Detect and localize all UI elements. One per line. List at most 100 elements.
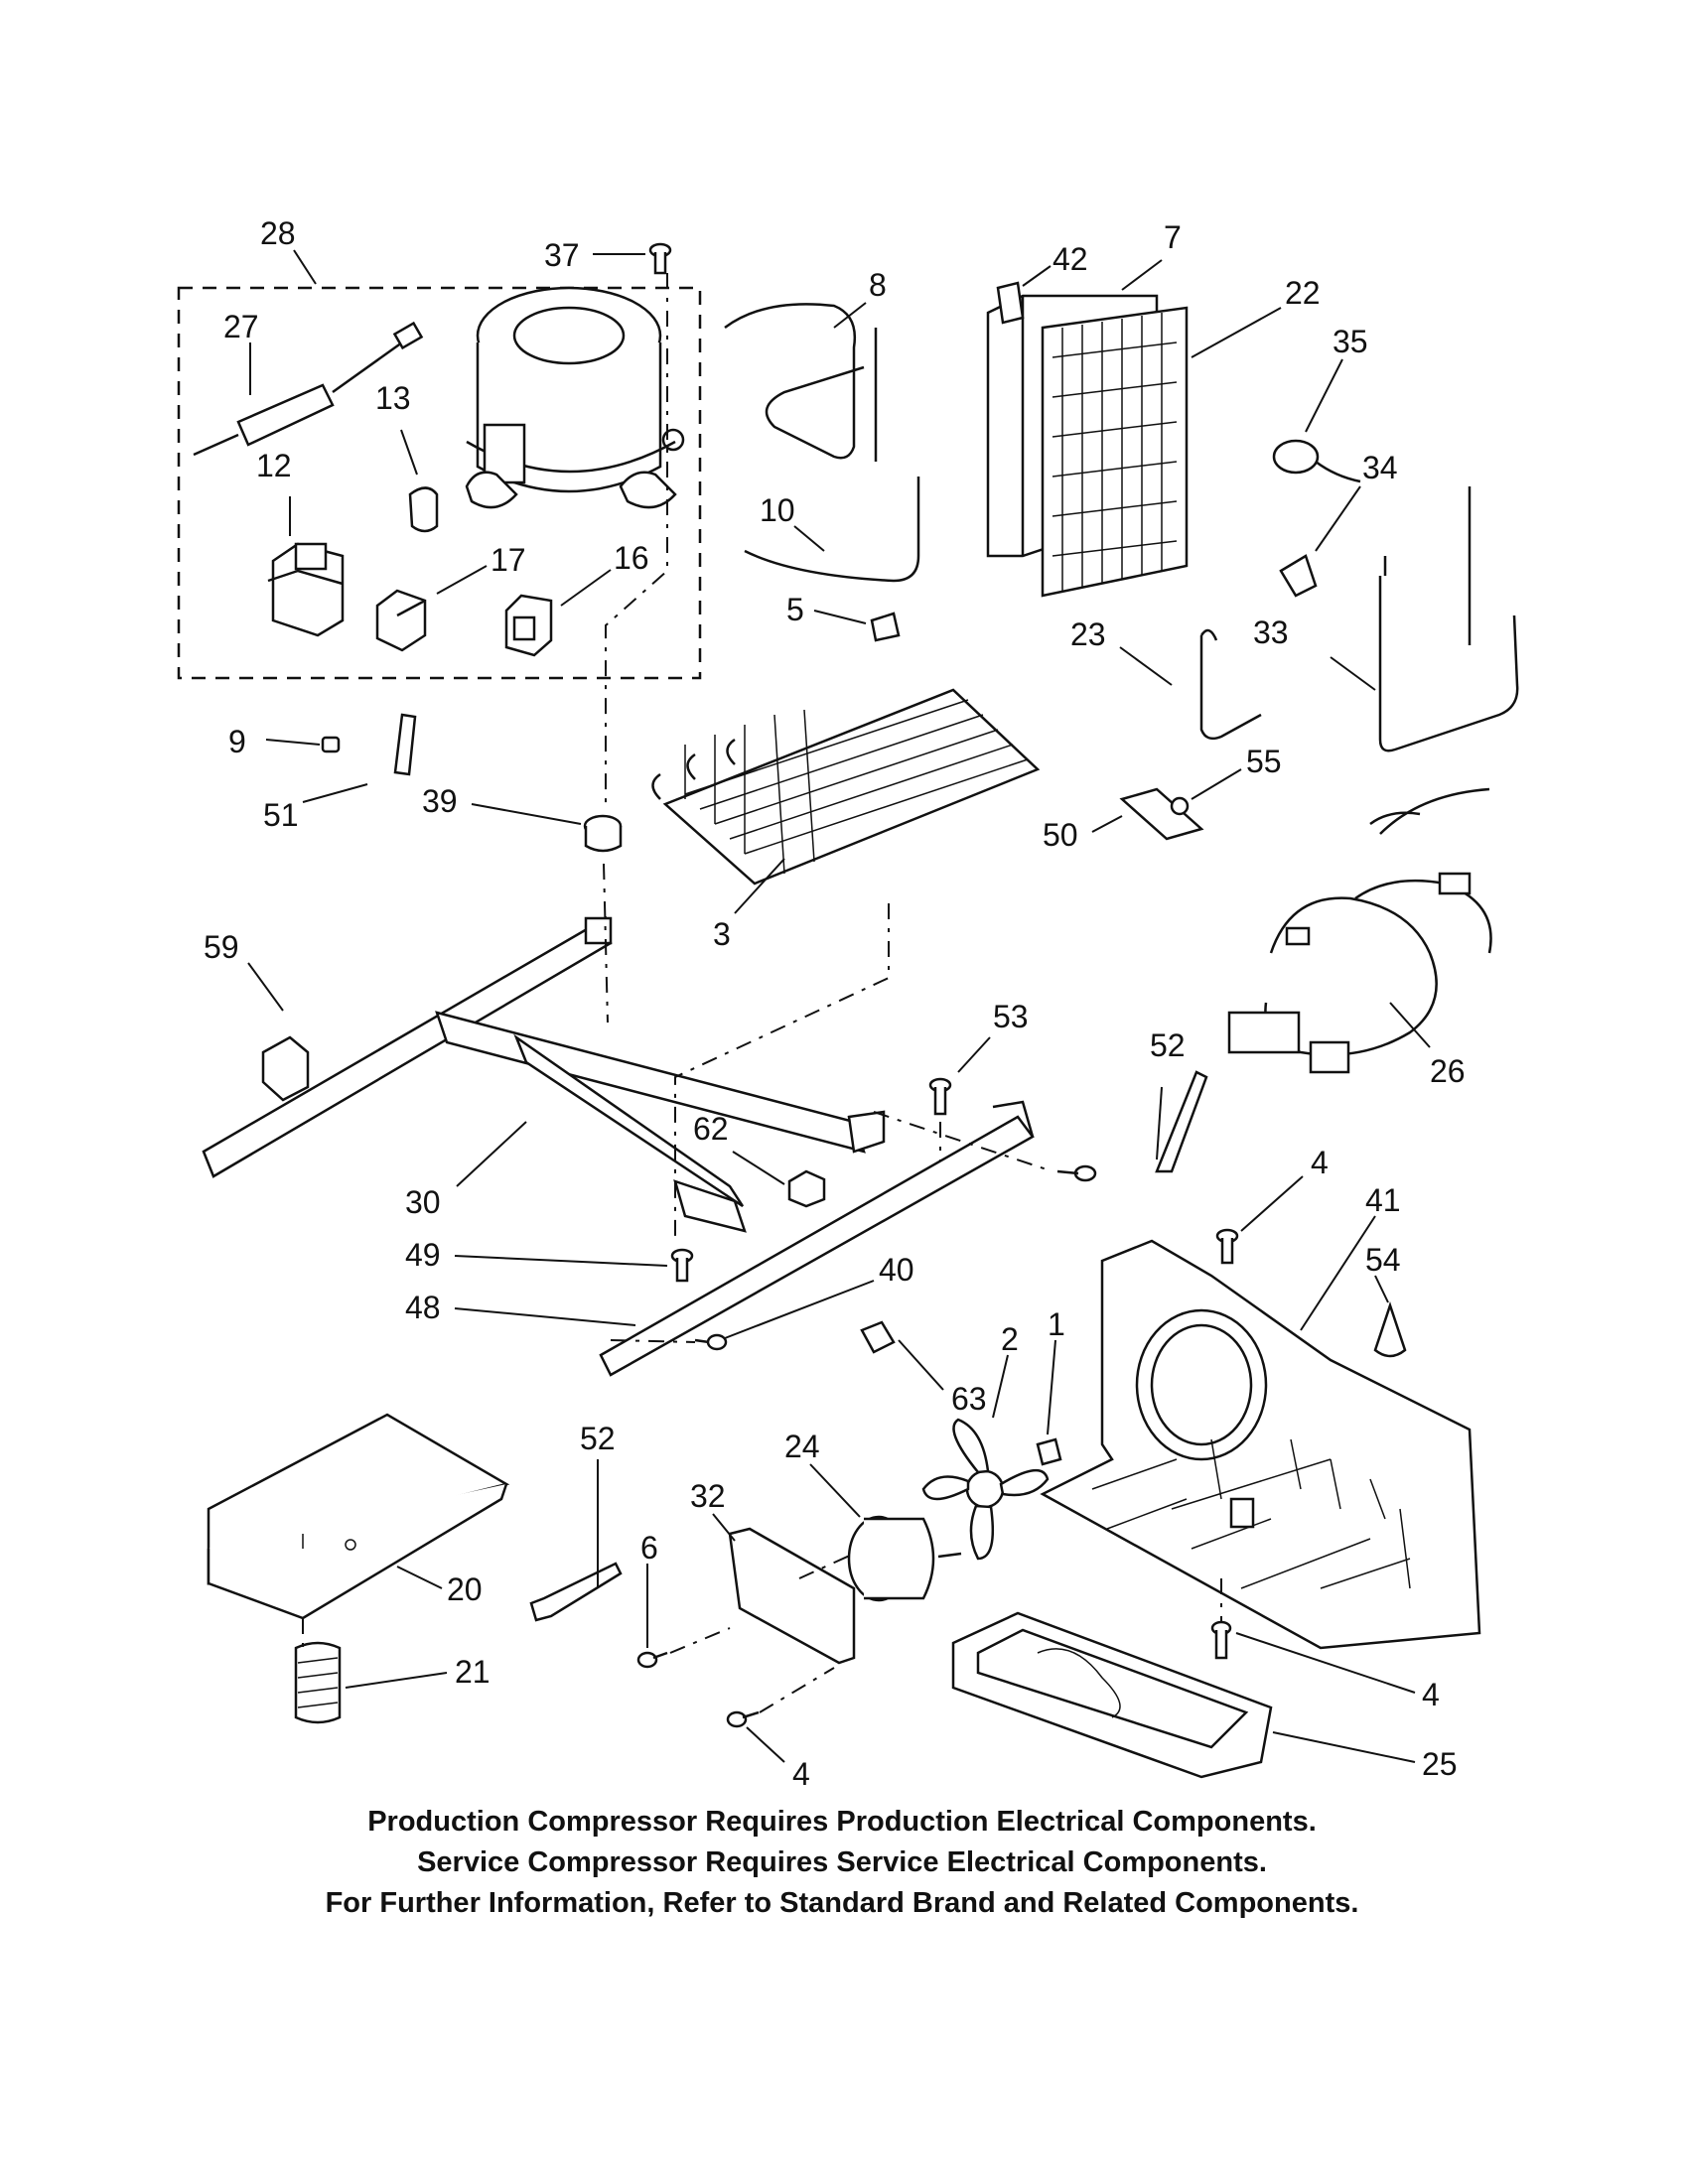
hose-51 (393, 713, 417, 776)
compressor-kit-boundary (177, 286, 702, 680)
callout-8: 8 (869, 267, 887, 303)
condenser-tube-8 (724, 303, 878, 462)
wire-nut-54 (1373, 1301, 1407, 1358)
capacitor-16 (504, 594, 553, 657)
connector-screw6 (669, 1627, 731, 1654)
screw-4-right (1210, 1620, 1232, 1660)
callout-35: 35 (1333, 324, 1368, 359)
callout-20: 20 (447, 1571, 483, 1607)
relay (267, 542, 345, 637)
callout-27: 27 (223, 309, 259, 344)
callout-12: 12 (256, 448, 292, 483)
callout-13: 13 (375, 380, 411, 416)
note-service: Service Compressor Requires Service Elec… (417, 1846, 1267, 1878)
callout-1: 1 (1048, 1306, 1065, 1342)
callout-7: 7 (1164, 219, 1182, 255)
drain-pan (951, 1611, 1273, 1779)
bumper-62 (787, 1169, 826, 1208)
callout-53: 53 (993, 999, 1029, 1034)
callout-30: 30 (405, 1184, 441, 1220)
callout-16: 16 (614, 540, 649, 576)
callout-55: 55 (1246, 744, 1282, 779)
leveling-spring (294, 1641, 342, 1724)
callout-17: 17 (491, 542, 526, 578)
callout-24: 24 (784, 1429, 820, 1464)
cable-tie-52-lower (529, 1562, 623, 1622)
grommet-39 (583, 814, 623, 853)
callout-50: 50 (1043, 817, 1078, 853)
tube-33 (1378, 486, 1519, 752)
callout-59: 59 (204, 929, 239, 965)
screw-53 (928, 1077, 952, 1116)
screw-6 (636, 1651, 668, 1669)
screw-4-upper (1215, 1228, 1239, 1265)
callout-3: 3 (713, 916, 731, 952)
callout-23: 23 (1070, 616, 1106, 652)
thermostat-35 (1272, 439, 1361, 483)
footnotes: Production Compressor Requires Productio… (0, 1802, 1684, 1924)
note-production: Production Compressor Requires Productio… (367, 1806, 1317, 1838)
plug-9 (321, 736, 341, 753)
callout-21: 21 (455, 1654, 491, 1690)
condenser-coil (986, 294, 1189, 598)
leader-lines (247, 249, 1431, 1763)
callout-33: 33 (1253, 614, 1289, 650)
tube-10 (744, 477, 920, 583)
callout-41: 41 (1365, 1182, 1401, 1218)
callout-63: 63 (951, 1381, 987, 1417)
callout-labels: 28 37 27 13 12 17 16 8 10 5 42 7 22 35 3… (204, 215, 1466, 1792)
callout-62: 62 (693, 1111, 729, 1147)
callout-25: 25 (1422, 1746, 1458, 1782)
callout-52-lower: 52 (580, 1421, 616, 1456)
callout-4-lower: 4 (792, 1756, 810, 1792)
drain-bracket-50 (1119, 787, 1204, 841)
clip-5 (870, 612, 901, 642)
capacitor-17 (375, 589, 427, 652)
filter-drier (193, 321, 424, 457)
screw-49 (670, 1248, 694, 1283)
connector-rail-screw40 (873, 1111, 1053, 1172)
clip-59 (261, 1035, 310, 1102)
clip-1 (1036, 1437, 1062, 1466)
callout-6: 6 (640, 1530, 658, 1566)
callout-4-upper: 4 (1311, 1145, 1329, 1180)
callout-28: 28 (260, 215, 296, 251)
motor-bracket (728, 1527, 856, 1665)
callout-54: 54 (1365, 1242, 1401, 1278)
wire-23 (1199, 628, 1262, 741)
screw-40 (1056, 1164, 1097, 1182)
connector-bracket-motor (798, 1553, 855, 1579)
callout-9: 9 (228, 724, 246, 759)
callout-22: 22 (1285, 275, 1321, 311)
callout-49: 49 (405, 1237, 441, 1273)
callout-10: 10 (760, 492, 795, 528)
callout-5: 5 (786, 592, 804, 627)
callout-39: 39 (422, 783, 458, 819)
screw-4-lower (726, 1710, 760, 1728)
compressor (465, 286, 685, 509)
screw-37 (648, 242, 672, 275)
clip-34 (1279, 554, 1318, 598)
screw-40b (694, 1333, 728, 1351)
fan-blade (921, 1418, 1050, 1561)
overload-clip (408, 486, 439, 533)
wire-harness (1227, 787, 1492, 1074)
machine-compartment-base (1040, 1239, 1481, 1650)
bracket-42 (996, 281, 1025, 325)
callout-4-right: 4 (1422, 1677, 1440, 1712)
fan-motor (847, 1515, 962, 1602)
note-further-info: For Further Information, Refer to Standa… (325, 1887, 1359, 1919)
callout-32: 32 (690, 1478, 726, 1514)
connector-grommet-rail (603, 863, 609, 1024)
callout-48: 48 (405, 1290, 441, 1325)
connector-evap-rail (674, 903, 890, 1241)
callout-34: 34 (1362, 450, 1398, 485)
fitting-63 (860, 1320, 896, 1354)
callout-2: 2 (1001, 1321, 1019, 1357)
callout-42: 42 (1052, 241, 1088, 277)
callout-26: 26 (1430, 1053, 1466, 1089)
frame-rail (202, 916, 886, 1233)
callout-37: 37 (544, 237, 580, 273)
cross-rail-48 (599, 1100, 1035, 1377)
